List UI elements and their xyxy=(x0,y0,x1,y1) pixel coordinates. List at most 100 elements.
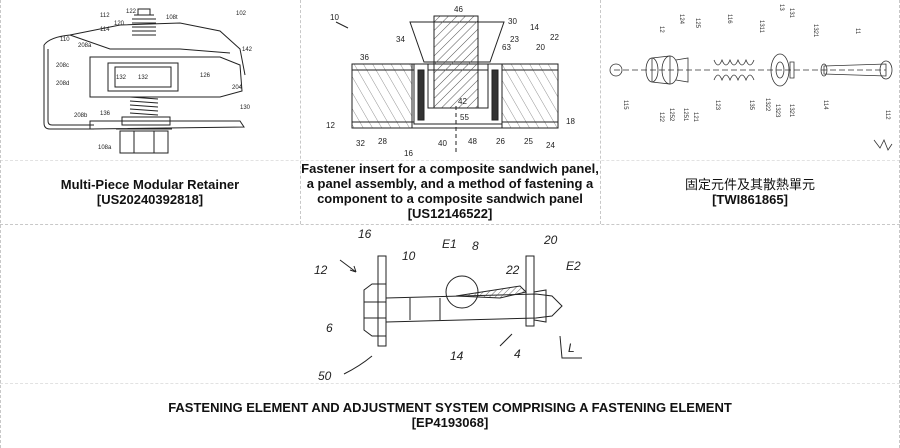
patent-title: Multi-Piece Modular Retainer xyxy=(0,177,300,192)
svg-text:121: 121 xyxy=(692,112,698,123)
svg-text:114: 114 xyxy=(822,100,828,110)
svg-text:55: 55 xyxy=(460,113,469,122)
svg-text:42: 42 xyxy=(458,97,467,106)
svg-text:14: 14 xyxy=(530,23,539,32)
svg-text:16: 16 xyxy=(358,227,372,241)
svg-text:6: 6 xyxy=(326,321,333,335)
svg-text:L: L xyxy=(568,341,575,355)
svg-text:E1: E1 xyxy=(442,237,457,251)
svg-text:40: 40 xyxy=(438,139,447,148)
patent-panel-1[interactable]: 112 122120 108t 102 110 208a 114 142 208c 132 1… xyxy=(0,0,300,224)
patent-title: Fastener insert for a composite sandwich… xyxy=(300,161,600,206)
svg-text:10: 10 xyxy=(330,13,339,22)
svg-text:20: 20 xyxy=(536,43,545,52)
svg-text:132: 132 xyxy=(116,75,127,81)
svg-text:28: 28 xyxy=(378,137,387,146)
patent-number: [US20240392818] xyxy=(0,192,300,207)
patent-caption-4: FASTENING ELEMENT AND ADJUSTMENT SYSTEM … xyxy=(0,400,900,430)
svg-text:30: 30 xyxy=(508,17,517,26)
svg-text:208b: 208b xyxy=(74,113,88,119)
svg-text:208c: 208c xyxy=(56,63,69,69)
svg-text:116: 116 xyxy=(726,14,732,24)
insert-drawing: 10 46 30 14 34 36 2363 20 22 12 42 55 18 32 28 40 4… xyxy=(318,2,588,158)
svg-text:123: 123 xyxy=(714,100,720,111)
patent-number: [EP4193068] xyxy=(0,415,900,430)
svg-text:34: 34 xyxy=(396,35,405,44)
svg-text:125: 125 xyxy=(694,18,700,29)
svg-text:142: 142 xyxy=(242,47,253,53)
patent-caption-1: Multi-Piece Modular Retainer [US20240392… xyxy=(0,177,300,207)
svg-text:25: 25 xyxy=(524,137,533,146)
heatsink-fastener-drawing: 12 124 125 116 13 131 1311 1321 11 115 1… xyxy=(604,0,898,156)
svg-text:126: 126 xyxy=(200,73,211,79)
svg-text:135: 135 xyxy=(748,100,754,111)
retainer-drawing: 112 122120 108t 102 110 208a 114 142 208c 132 1… xyxy=(30,5,270,157)
svg-text:10: 10 xyxy=(402,249,416,263)
svg-text:11: 11 xyxy=(854,28,860,35)
patent-drawing-3: 12 124 125 116 13 131 1311 1321 11 115 1… xyxy=(604,0,898,156)
svg-text:208d: 208d xyxy=(56,81,69,87)
svg-text:63: 63 xyxy=(502,43,511,52)
svg-text:122: 122 xyxy=(658,112,664,123)
svg-text:114: 114 xyxy=(100,27,110,33)
svg-text:32: 32 xyxy=(356,139,365,148)
svg-text:12: 12 xyxy=(314,263,328,277)
svg-text:112: 112 xyxy=(884,110,890,120)
svg-text:1311: 1311 xyxy=(758,20,764,34)
svg-text:24: 24 xyxy=(546,141,555,150)
svg-text:14: 14 xyxy=(450,349,464,363)
svg-text:108a: 108a xyxy=(98,145,112,151)
adjustment-fastener-drawing: 16 10 E1 8 20 12 22 E2 6 14 4 L 50 xyxy=(300,226,600,382)
svg-text:204: 204 xyxy=(232,85,243,91)
svg-text:26: 26 xyxy=(496,137,505,146)
patent-caption-2: Fastener insert for a composite sandwich… xyxy=(300,161,600,221)
svg-text:12: 12 xyxy=(326,121,335,130)
patent-panel-4[interactable]: 16 10 E1 8 20 12 22 E2 6 14 4 L 50 FASTENING ELE… xyxy=(0,224,900,448)
svg-text:136: 136 xyxy=(100,111,111,117)
svg-text:112: 112 xyxy=(100,13,110,19)
patent-drawing-1: 112 122120 108t 102 110 208a 114 142 208c 132 1… xyxy=(30,5,270,157)
svg-text:1251: 1251 xyxy=(682,108,688,122)
patent-number: [TWI861865] xyxy=(600,192,900,207)
svg-text:1323: 1323 xyxy=(774,104,780,118)
svg-text:16: 16 xyxy=(404,149,413,158)
svg-text:131: 131 xyxy=(788,8,794,19)
svg-text:1322: 1322 xyxy=(764,98,770,112)
patent-panel-2[interactable]: 10 46 30 14 34 36 2363 20 22 12 42 55 18 32 28 40 4… xyxy=(300,0,600,224)
svg-text:115: 115 xyxy=(622,100,628,110)
patent-drawing-2: 10 46 30 14 34 36 2363 20 22 12 42 55 18 32 28 40 4… xyxy=(318,2,588,158)
svg-text:18: 18 xyxy=(566,117,575,126)
svg-text:22: 22 xyxy=(550,33,559,42)
patent-number: [US12146522] xyxy=(300,206,600,221)
svg-text:1321: 1321 xyxy=(788,104,794,118)
svg-text:50: 50 xyxy=(318,369,332,382)
svg-text:132: 132 xyxy=(138,75,149,81)
svg-text:8: 8 xyxy=(472,239,479,253)
svg-text:120: 120 xyxy=(114,21,125,27)
patent-drawing-4: 16 10 E1 8 20 12 22 E2 6 14 4 L 50 xyxy=(300,226,600,382)
svg-text:46: 46 xyxy=(454,5,463,14)
svg-text:4: 4 xyxy=(514,347,521,361)
patent-title: 固定元件及其散熱單元 xyxy=(600,177,900,192)
svg-text:130: 130 xyxy=(240,105,251,111)
svg-text:122: 122 xyxy=(126,9,137,15)
svg-text:208a: 208a xyxy=(78,43,92,49)
svg-text:12: 12 xyxy=(658,26,664,33)
svg-text:36: 36 xyxy=(360,53,369,62)
patent-caption-3: 固定元件及其散熱單元 [TWI861865] xyxy=(600,177,900,207)
patent-title: FASTENING ELEMENT AND ADJUSTMENT SYSTEM … xyxy=(0,400,900,415)
svg-text:E2: E2 xyxy=(566,259,581,273)
svg-text:20: 20 xyxy=(543,233,558,247)
svg-text:108t: 108t xyxy=(166,15,178,21)
svg-text:110: 110 xyxy=(60,37,70,43)
svg-text:1321: 1321 xyxy=(812,24,818,38)
svg-text:23: 23 xyxy=(510,35,519,44)
svg-text:102: 102 xyxy=(236,11,247,17)
svg-text:48: 48 xyxy=(468,137,477,146)
svg-text:22: 22 xyxy=(505,263,520,277)
svg-text:1252: 1252 xyxy=(668,108,674,122)
svg-text:124: 124 xyxy=(678,14,684,25)
patent-panel-3[interactable]: 12 124 125 116 13 131 1311 1321 11 115 1… xyxy=(600,0,900,224)
svg-text:13: 13 xyxy=(778,4,784,11)
